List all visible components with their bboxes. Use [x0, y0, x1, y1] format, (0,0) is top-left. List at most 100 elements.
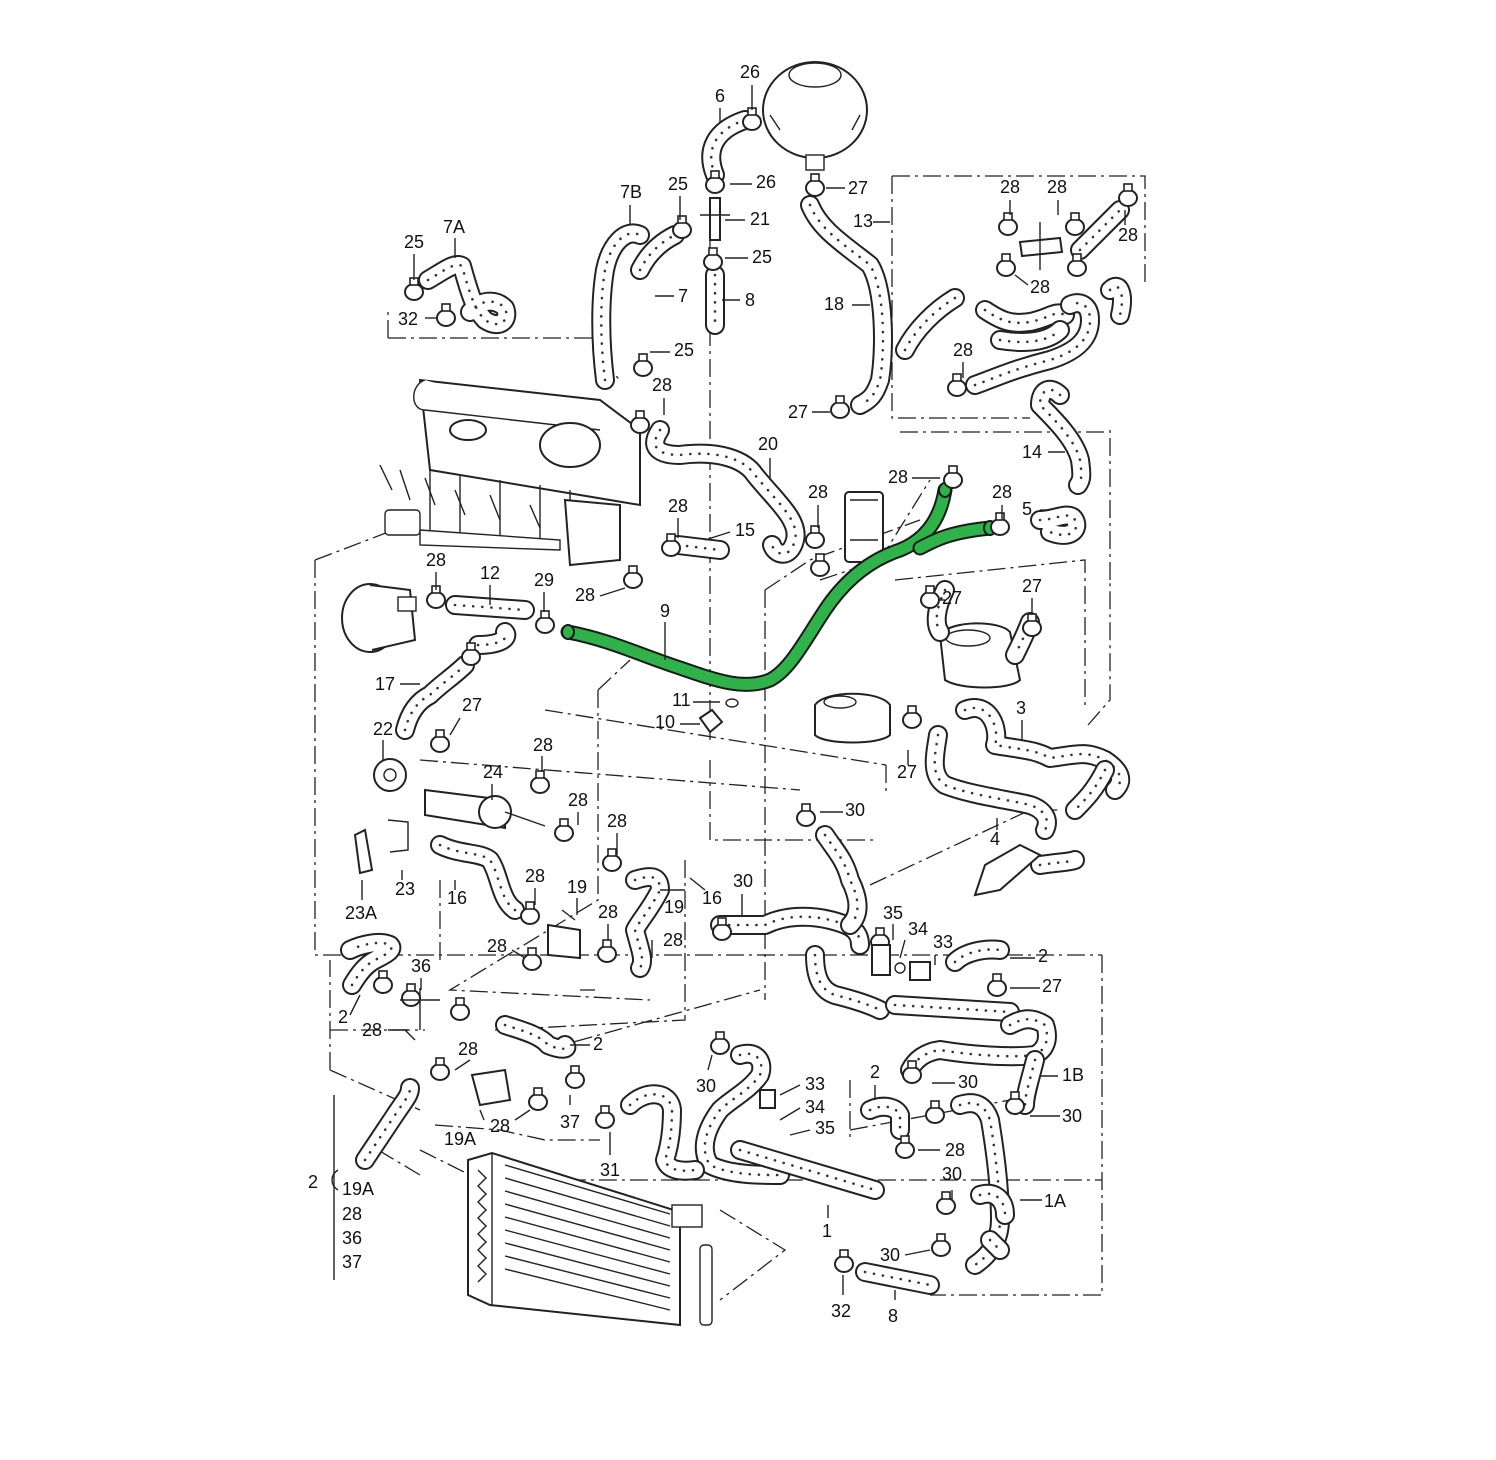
part-number-label: 14 — [1022, 442, 1042, 462]
highlighted-pipe-end — [561, 624, 575, 640]
hose-segment — [868, 1105, 902, 1132]
part-number-label: 13 — [853, 211, 873, 231]
part-callout: 28 — [651, 930, 683, 958]
hose-segment — [633, 875, 662, 970]
part-number-label: 28 — [953, 340, 973, 360]
hose-clamp — [595, 1105, 615, 1129]
part-callout: 14 — [1022, 442, 1065, 462]
part-callout: 19 — [567, 877, 587, 915]
hose-clamp — [936, 1191, 956, 1215]
part-number-label: 28 — [652, 375, 672, 395]
part-number-label: 28 — [568, 790, 588, 810]
part-number-label: 25 — [752, 247, 772, 267]
hose-segment — [1102, 278, 1130, 323]
part-number-label: 10 — [655, 712, 675, 732]
hose-clamp — [430, 1057, 450, 1081]
part-callout: 28 — [652, 375, 672, 415]
part-callout: 26 — [730, 172, 776, 192]
hose-clamp — [522, 947, 542, 971]
part-callout: 33 — [933, 932, 953, 965]
part-number-label: 26 — [740, 62, 760, 82]
part-callout: 27 — [1022, 576, 1042, 615]
part-number-label: 30 — [845, 800, 865, 820]
hose-segment — [1038, 514, 1078, 537]
hose-segment — [470, 624, 515, 653]
hose-segment — [903, 296, 957, 352]
part-number-label: 36 — [411, 956, 431, 976]
fittings — [400, 197, 1064, 1109]
part-number-label: 1A — [1044, 1191, 1066, 1211]
part-callout: 28 — [953, 340, 973, 378]
group-item-label: 37 — [342, 1252, 362, 1272]
part-number-label: 28 — [1000, 177, 1020, 197]
hose-clamp — [705, 170, 725, 194]
part-callout: 32 — [831, 1275, 851, 1321]
hose-clamp — [712, 917, 732, 941]
hose-clamp — [796, 803, 816, 827]
part-callout: 27 — [897, 750, 917, 782]
part-callout: 22 — [373, 719, 393, 760]
hose-clamp — [925, 1100, 945, 1124]
hose-segment — [982, 1232, 1008, 1258]
hose-clamp — [987, 973, 1007, 997]
hose-clamp — [623, 565, 643, 589]
part-number-label: 28 — [888, 467, 908, 487]
hose-clamp — [805, 173, 825, 197]
hose-segment — [447, 597, 533, 618]
part-number-label: 12 — [480, 563, 500, 583]
part-callout: 28 — [918, 1140, 965, 1160]
part-callout: 16 — [447, 880, 467, 908]
leader-line — [349, 994, 361, 1016]
hose-segment — [893, 1003, 1012, 1014]
part-callout: 13 — [853, 211, 890, 231]
part-number-label: 34 — [908, 919, 928, 939]
part-callout: 1 — [822, 1205, 832, 1241]
hose-clamp — [661, 533, 681, 557]
part-callout: 37 — [560, 1095, 580, 1132]
hose-segment — [808, 203, 885, 407]
hose-clamp — [633, 353, 653, 377]
hose-clamp — [436, 303, 456, 327]
part-callout: 30 — [932, 1072, 978, 1092]
part-callout: 8 — [722, 290, 755, 310]
expansion-tank — [762, 61, 868, 171]
part-number-label: 28 — [668, 496, 688, 516]
part-callout: 28 — [490, 1109, 531, 1136]
hose-segment — [593, 225, 648, 388]
highlighted-coolant-pipe[interactable] — [560, 482, 998, 692]
part-callout: 19 — [660, 889, 685, 917]
hose-clamps — [373, 107, 1138, 1273]
part-callout: 18 — [824, 294, 870, 314]
part-number-label: 28 — [490, 1116, 510, 1136]
part-callout: 30 — [696, 1054, 716, 1096]
part-callout: 27 — [938, 588, 962, 608]
hose-clamp — [630, 410, 650, 434]
leader-line — [514, 1109, 531, 1121]
hose-clamp — [528, 1087, 548, 1111]
part-number-label: 27 — [788, 402, 808, 422]
part-callout: 35 — [883, 903, 903, 940]
part-callout: 32 — [398, 309, 436, 329]
part-callout: 27 — [1010, 976, 1062, 996]
part-number-label: 11 — [672, 690, 691, 710]
hose-segment — [628, 1093, 697, 1172]
hose-segment — [348, 941, 393, 987]
group-item-label: 28 — [342, 1204, 362, 1224]
leader-line — [449, 717, 461, 736]
part-callout: 6 — [715, 86, 725, 122]
part-number-label: 1 — [822, 1221, 832, 1241]
part-number-label: 35 — [883, 903, 903, 923]
part-callout: 1A — [1020, 1191, 1066, 1211]
part-number-label: 28 — [992, 482, 1012, 502]
part-callout: 28 — [598, 902, 618, 940]
part-callout: 15 — [704, 520, 755, 541]
hose-segment — [1073, 768, 1107, 812]
part-callout: 21 — [725, 209, 770, 229]
hose-clamp — [805, 525, 825, 549]
part-callout: 30 — [733, 871, 753, 915]
leader-line — [779, 1107, 801, 1121]
part-number-label: 26 — [756, 172, 776, 192]
part-callout: 27 — [788, 402, 830, 422]
hose-clamp — [672, 215, 692, 239]
part-number-label: 4 — [990, 829, 1000, 849]
